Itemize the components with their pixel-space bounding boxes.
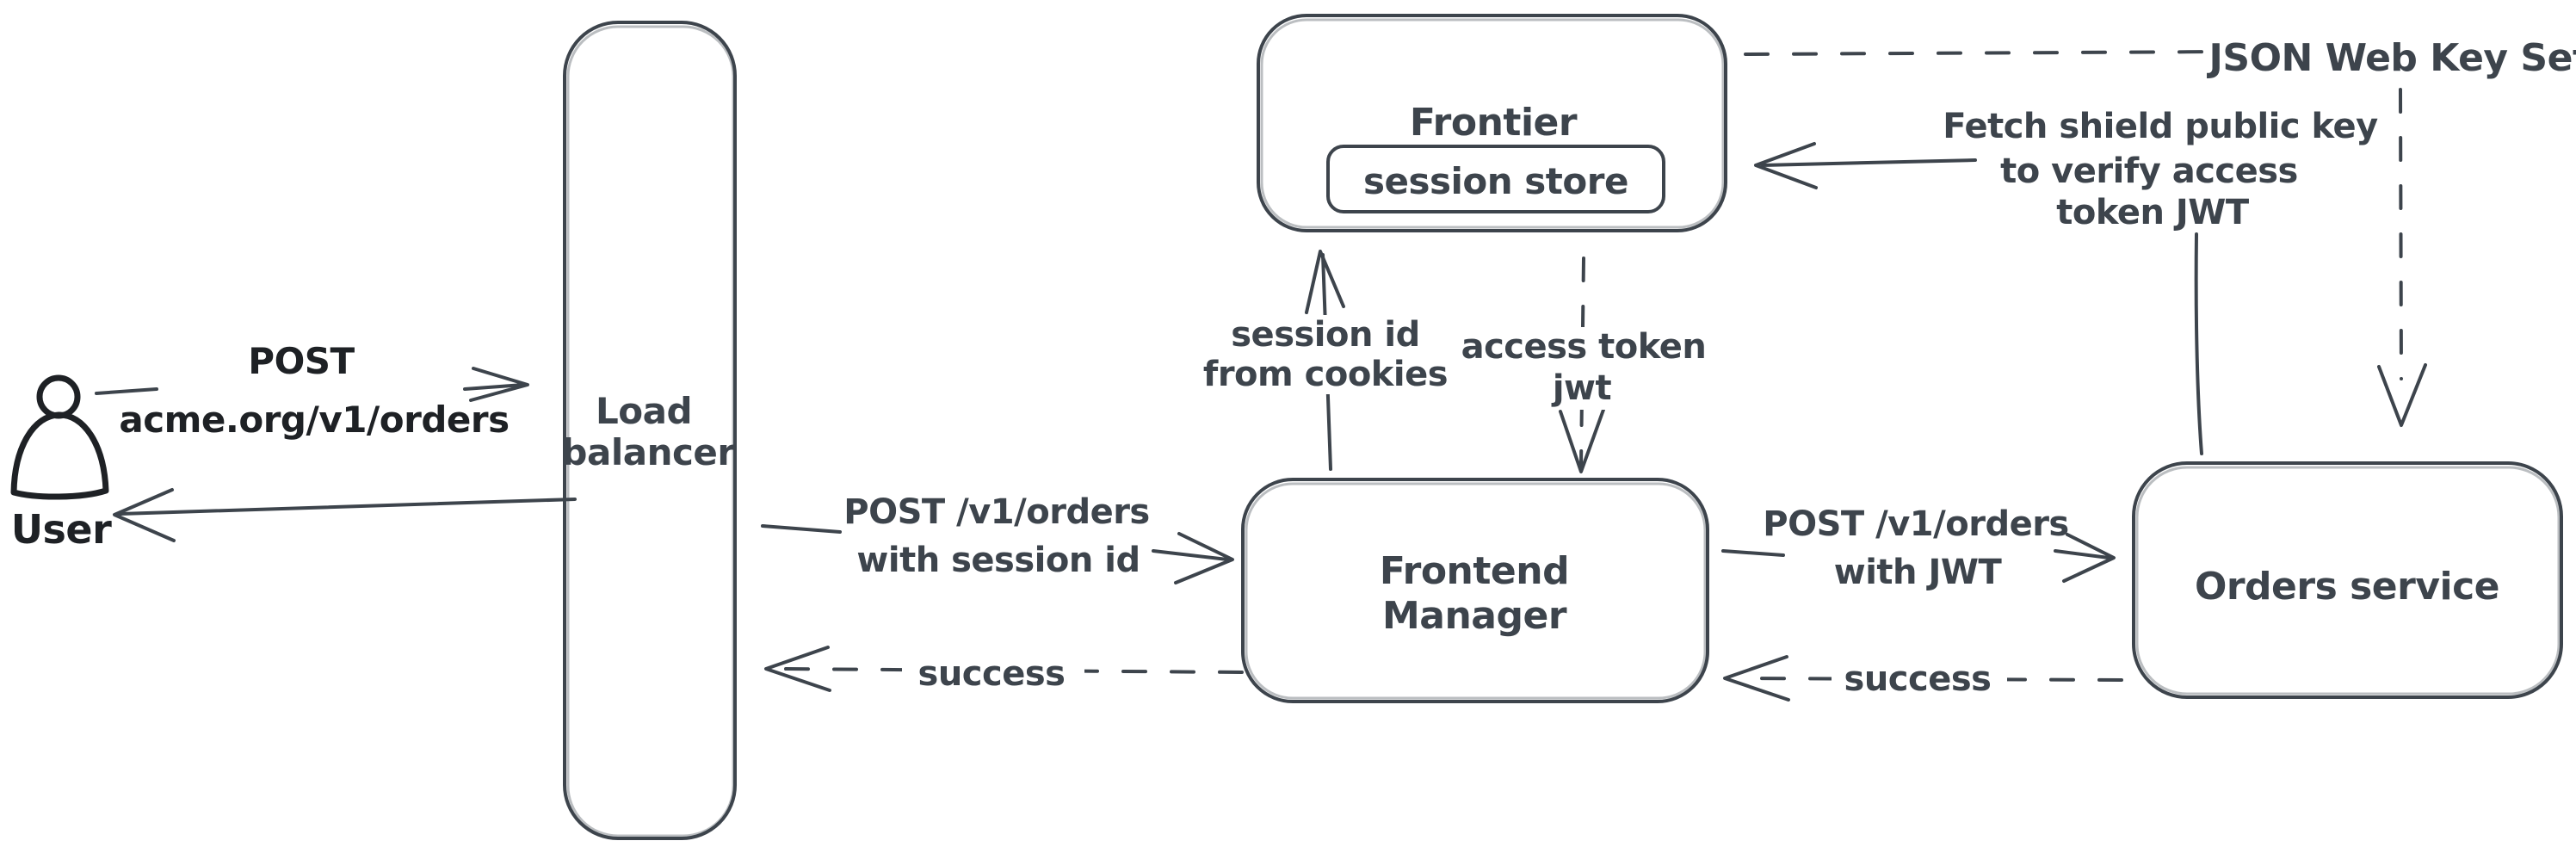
frontend-manager-box-sketch bbox=[1245, 482, 1707, 700]
edge-fetch-key-tail[interactable] bbox=[2194, 232, 2203, 455]
edge-lb-post-tail[interactable] bbox=[761, 524, 842, 534]
edge-user-post[interactable]: POST acme.org/v1/orders bbox=[95, 340, 529, 441]
orders-service-box[interactable] bbox=[2132, 461, 2563, 699]
edge-fm-post-tail[interactable] bbox=[1721, 549, 1785, 557]
edge-session-id-label-line2: from cookies bbox=[1203, 355, 1448, 394]
arrow-left-icon bbox=[764, 646, 831, 692]
frontend-manager-box[interactable] bbox=[1241, 478, 1709, 703]
arrow-up-icon bbox=[1305, 250, 1345, 314]
frontier-box-sketch bbox=[1260, 18, 1725, 229]
edge-fetch-key[interactable]: Fetch shield public key to verify access… bbox=[1754, 107, 2379, 455]
edge-lb-post[interactable]: POST /v1/orders with session id bbox=[761, 492, 1234, 584]
edge-fm-post[interactable]: POST /v1/orders with JWT bbox=[1721, 504, 2116, 592]
edge-fm-success-label: success bbox=[1844, 659, 1992, 699]
edge-jwks-orders-line[interactable] bbox=[2399, 88, 2403, 380]
arrow-left-icon bbox=[1723, 655, 1790, 702]
edge-frontier-jwks-line[interactable] bbox=[1744, 50, 2233, 56]
session-store-label: session store bbox=[1363, 160, 1628, 202]
arrow-right-icon bbox=[469, 367, 529, 402]
edge-jwks-orders[interactable] bbox=[2377, 88, 2427, 427]
label-backdrop bbox=[902, 647, 1084, 696]
frontier-label: Frontier bbox=[1410, 101, 1578, 145]
edge-session-id-label-line1: session id bbox=[1231, 315, 1420, 355]
arrow-down-icon bbox=[1559, 408, 1605, 473]
edge-access-token[interactable]: access token jwt bbox=[1461, 257, 1707, 473]
edge-lb-success-line[interactable] bbox=[777, 667, 1244, 674]
load-balancer-box-sketch bbox=[566, 25, 735, 838]
edge-lb-return-line[interactable] bbox=[119, 498, 577, 516]
session-store-box[interactable] bbox=[1326, 145, 1665, 213]
edge-lb-success-label: success bbox=[918, 654, 1066, 694]
edge-user-post-label-line2: acme.org/v1/orders bbox=[119, 399, 509, 441]
edge-fetch-key-label-line3: token JWT bbox=[2056, 193, 2250, 232]
arrow-right-icon bbox=[1174, 532, 1234, 584]
edge-lb-post-label-line1: POST /v1/orders bbox=[843, 492, 1149, 532]
orders-service-label: Orders service bbox=[2195, 565, 2499, 609]
load-balancer-box[interactable] bbox=[563, 21, 737, 840]
edge-fm-post-label-line2: with JWT bbox=[1834, 553, 2003, 592]
arrow-down-icon bbox=[2377, 363, 2427, 427]
orders-service-node[interactable]: Orders service bbox=[2132, 461, 2563, 699]
frontend-manager-label-line1: Frontend bbox=[1380, 549, 1569, 593]
user-head-icon bbox=[36, 374, 81, 419]
edge-lb-success[interactable]: success bbox=[764, 646, 1244, 696]
edge-session-id[interactable]: session id from cookies bbox=[1203, 250, 1449, 471]
user-body-icon bbox=[10, 411, 109, 500]
frontend-manager-label-line2: Manager bbox=[1382, 594, 1567, 638]
edge-user-post-label-line1: POST bbox=[248, 340, 355, 382]
user-label: User bbox=[11, 506, 112, 553]
label-backdrop bbox=[1215, 315, 1436, 394]
label-backdrop bbox=[1832, 654, 2007, 699]
label-backdrop bbox=[1468, 327, 1697, 410]
edge-fetch-key-label-line2: to verify access bbox=[2000, 151, 2298, 191]
arrow-left-icon bbox=[1754, 142, 1818, 189]
edge-fm-success[interactable]: success bbox=[1723, 654, 2123, 702]
edge-lb-post-line[interactable] bbox=[1152, 549, 1229, 561]
load-balancer-label-line1: Load bbox=[596, 390, 692, 432]
edge-lb-post-label-line2: with session id bbox=[856, 541, 1140, 580]
edge-lb-return[interactable] bbox=[113, 488, 577, 542]
arrow-right-icon bbox=[2062, 533, 2116, 583]
edge-user-post-tail[interactable] bbox=[95, 387, 158, 395]
edge-fetch-key-label-line1: Fetch shield public key bbox=[1943, 107, 2378, 146]
user-node[interactable]: User bbox=[10, 374, 113, 553]
frontend-manager-node[interactable]: Frontend Manager bbox=[1241, 478, 1709, 703]
frontier-node[interactable]: Frontier session store bbox=[1257, 14, 1727, 232]
load-balancer-node[interactable]: Load balancer bbox=[561, 21, 737, 840]
session-store-node[interactable]: session store bbox=[1326, 145, 1665, 213]
jwks-label: JSON Web Key Set bbox=[2207, 36, 2576, 80]
load-balancer-label-line2: balancer bbox=[561, 431, 735, 473]
edge-access-token-label-line1: access token bbox=[1461, 327, 1707, 367]
orders-service-box-sketch bbox=[2135, 466, 2561, 696]
edge-fetch-key-line[interactable] bbox=[1761, 158, 1977, 167]
edge-fm-post-label-line1: POST /v1/orders bbox=[1763, 504, 2068, 544]
edge-user-post-line[interactable] bbox=[463, 383, 525, 391]
edge-fm-post-line[interactable] bbox=[2054, 549, 2110, 560]
edge-access-token-label-line2: jwt bbox=[1551, 368, 1612, 408]
arrow-left-icon bbox=[113, 488, 176, 542]
